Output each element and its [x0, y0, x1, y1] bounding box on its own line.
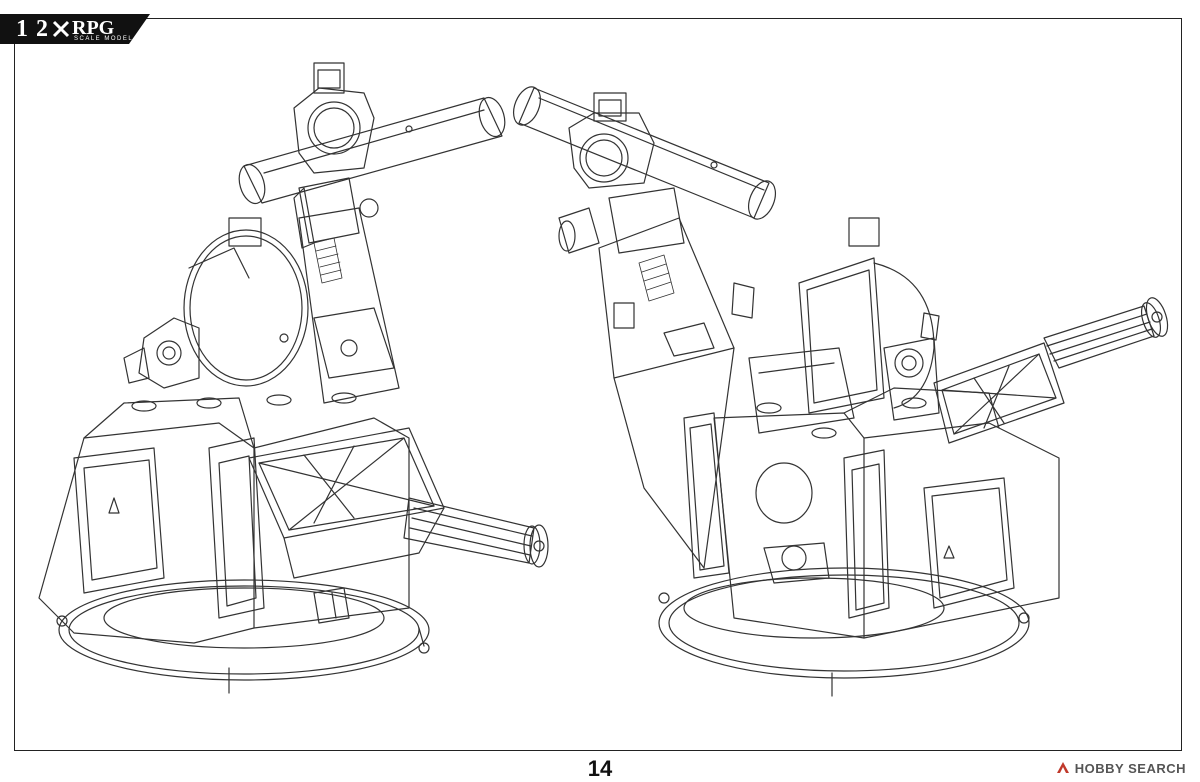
hobby-search-logo-icon	[1056, 762, 1069, 773]
brand-logo: 1 2 RPG SCALE MODEL	[0, 14, 160, 46]
page-border	[14, 18, 1182, 751]
brand-name: RPG	[72, 17, 115, 39]
brand-subtitle: SCALE MODEL	[74, 36, 134, 42]
watermark: HOBBY SEARCH	[1055, 760, 1186, 776]
brand-scale-number: 1 2	[16, 16, 49, 42]
brand-logo-background	[0, 14, 150, 44]
watermark-text: HOBBY SEARCH	[1074, 760, 1186, 776]
page-number: 14	[587, 756, 613, 781]
left-turret-view	[38, 62, 549, 694]
ciws-turret-line-drawing	[38, 62, 1169, 697]
right-turret-view	[512, 86, 1169, 697]
brand-cross-icon	[52, 20, 70, 38]
